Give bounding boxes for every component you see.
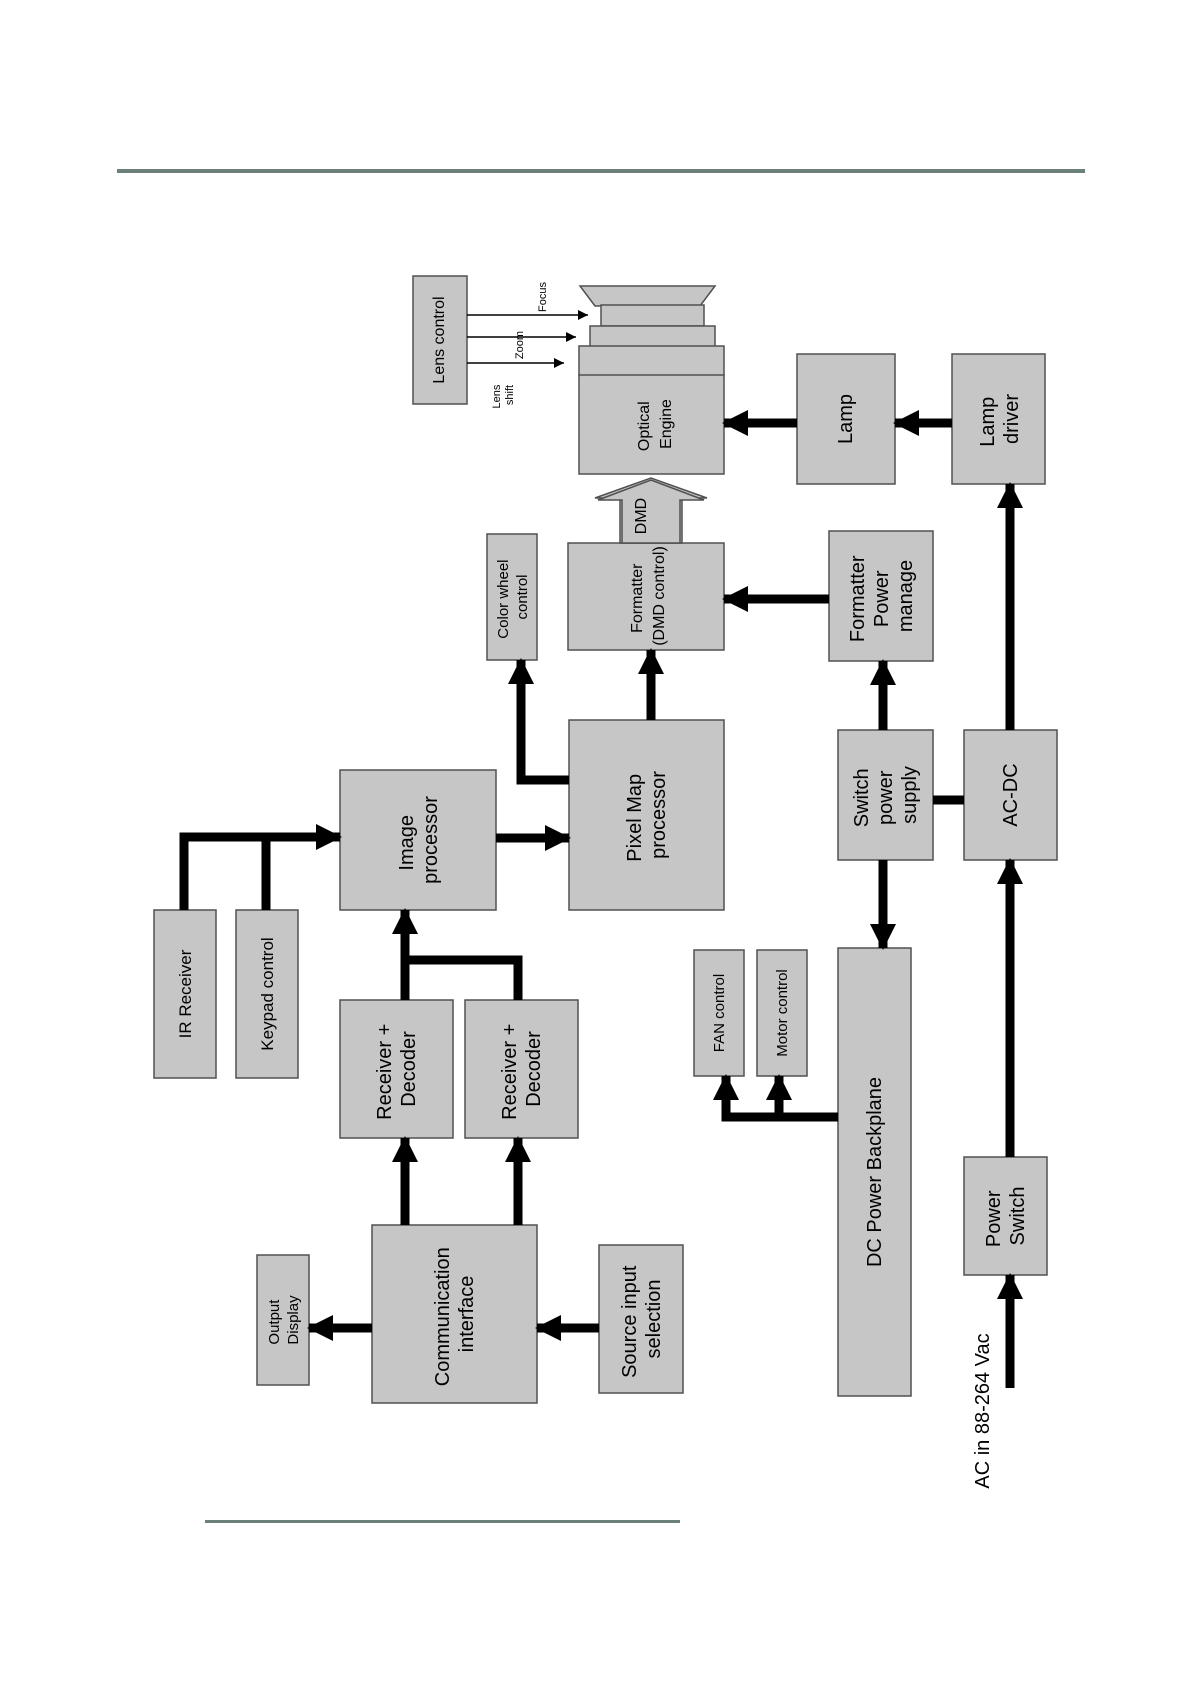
- optical-engine-label: Optical Engine: [636, 397, 675, 451]
- switch-power-supply-box: Switch power supply: [837, 729, 934, 861]
- pixel-map-processor-box: Pixel Map processor: [568, 719, 725, 911]
- lens-shift-label: Lens shift: [491, 382, 516, 409]
- receiver-decoder-1-box: Receiver + Decoder: [339, 999, 454, 1139]
- formatter-label: Formatter (DMD control): [629, 546, 668, 646]
- header-rule: [117, 169, 1085, 173]
- lamp-driver-box: Lamp driver: [951, 353, 1046, 485]
- lens-control-label: Lens control: [431, 296, 448, 383]
- ir-keypad-to-image-arrow: [179, 824, 342, 910]
- pixel-map-processor-label: Pixel Map processor: [624, 768, 670, 861]
- formatter-power-manage-box: Formatter Power manage: [828, 530, 934, 662]
- focus-label: Focus: [537, 282, 549, 312]
- image-processor-box: Image processor: [339, 769, 497, 911]
- fan-control-label: FAN control: [711, 974, 728, 1052]
- lens-control-box: Lens control: [412, 275, 468, 405]
- dmd-hollow-arrow: DMD: [594, 477, 708, 544]
- fan-control-box: FAN control: [693, 949, 745, 1077]
- lamp-label: Lamp: [835, 394, 857, 444]
- image-processor-label: Image processor: [396, 796, 442, 884]
- ir-receiver-box: IR Receiver: [153, 909, 217, 1079]
- source-input-selection-box: Source input selection: [598, 1244, 684, 1394]
- zoom-label: Zoom: [514, 331, 526, 359]
- pixel-to-colorwheel-arrow: [508, 658, 569, 785]
- communication-interface-label: Communication interface: [432, 1242, 478, 1387]
- receiver-decoder-2-box: Receiver + Decoder: [464, 999, 579, 1139]
- decoder2-join-line: [401, 955, 523, 1000]
- keypad-control-box: Keypad control: [235, 909, 299, 1079]
- dmd-label: DMD: [633, 498, 650, 534]
- lamp-box: Lamp: [796, 353, 896, 485]
- lamp-driver-label: Lamp driver: [977, 391, 1023, 447]
- communication-interface-box: Communication interface: [371, 1224, 538, 1404]
- ac-dc-box: AC-DC: [963, 729, 1058, 861]
- dc-power-backplane-box: DC Power Backplane: [837, 947, 912, 1397]
- power-switch-box: Power Switch: [963, 1156, 1048, 1276]
- backplane-to-fan-arrow: [713, 1074, 838, 1122]
- color-wheel-control-box: Color wheel control: [486, 533, 538, 661]
- color-wheel-control-label: Color wheel control: [495, 555, 531, 638]
- output-display-box: Output Display: [256, 1254, 310, 1386]
- ir-receiver-label: IR Receiver: [176, 949, 195, 1038]
- keypad-control-label: Keypad control: [258, 937, 277, 1050]
- formatter-box: Formatter (DMD control): [567, 542, 725, 651]
- power-switch-label: Power Switch: [983, 1185, 1029, 1247]
- ac-input-label: AC in 88-264 Vac: [972, 1333, 994, 1488]
- footer-rule: [205, 1520, 680, 1523]
- output-display-label: Output Display: [266, 1295, 302, 1345]
- motor-control-box: Motor control: [756, 949, 808, 1077]
- formatter-power-manage-label: Formatter Power manage: [847, 550, 917, 642]
- ac-dc-label: AC-DC: [1000, 763, 1022, 826]
- receiver-decoder-2-label: Receiver + Decoder: [499, 1018, 545, 1120]
- optical-engine-box: Optical Engine: [578, 374, 725, 475]
- lens-assembly: [578, 285, 725, 377]
- source-input-selection-label: Source input selection: [619, 1260, 665, 1378]
- dc-power-backplane-label: DC Power Backplane: [864, 1077, 886, 1267]
- switch-power-supply-label: Switch power supply: [851, 763, 921, 827]
- motor-control-label: Motor control: [774, 969, 791, 1057]
- receiver-decoder-1-label: Receiver + Decoder: [374, 1018, 420, 1120]
